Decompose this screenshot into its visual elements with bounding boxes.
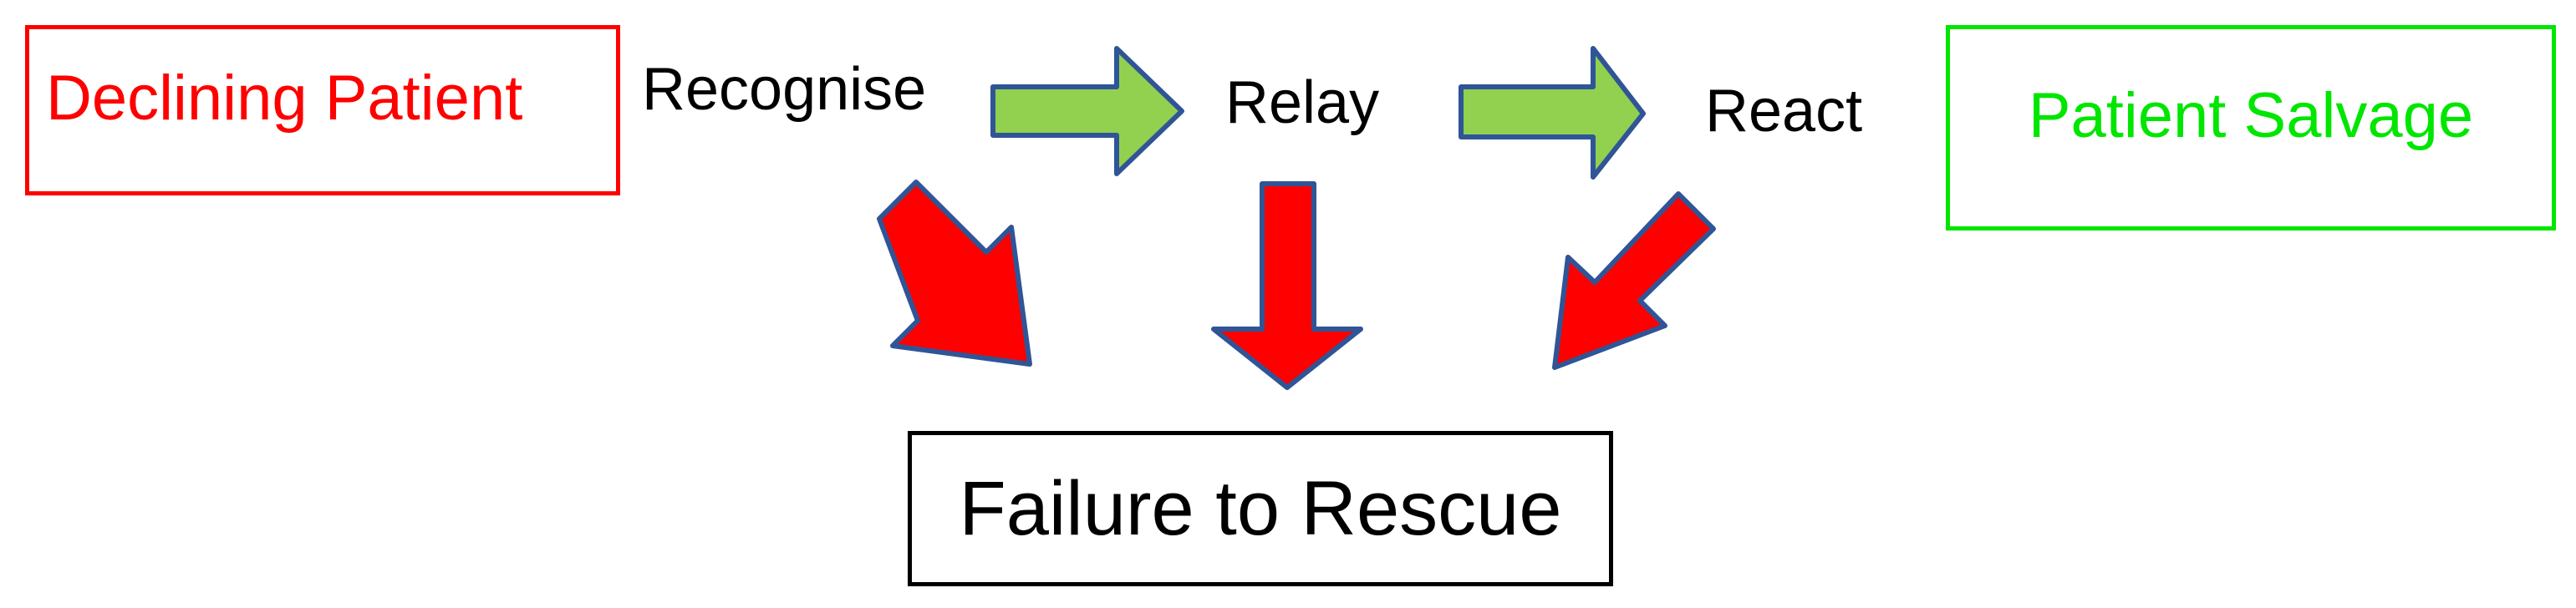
- arrow-relay-to-react: [1459, 46, 1646, 180]
- step-recognise-label: Recognise: [642, 56, 927, 123]
- step-relay-label: Relay: [1225, 69, 1380, 136]
- patient-salvage-label: Patient Salvage: [2028, 79, 2474, 151]
- failure-to-rescue-label: Failure to Rescue: [959, 465, 1562, 551]
- step-react-label: React: [1705, 78, 1863, 144]
- failure-to-rescue-box: Failure to Rescue: [908, 431, 1613, 586]
- declining-patient-label: Declining Patient: [46, 62, 523, 134]
- arrow-recognise-to-relay: [990, 46, 1184, 176]
- arrow-recognise-to-failure: [877, 180, 1032, 367]
- patient-salvage-box: Patient Salvage: [1946, 25, 2556, 231]
- arrow-react-to-failure: [1552, 191, 1716, 370]
- arrow-relay-to-failure: [1211, 181, 1363, 390]
- declining-patient-box: Declining Patient: [25, 25, 620, 195]
